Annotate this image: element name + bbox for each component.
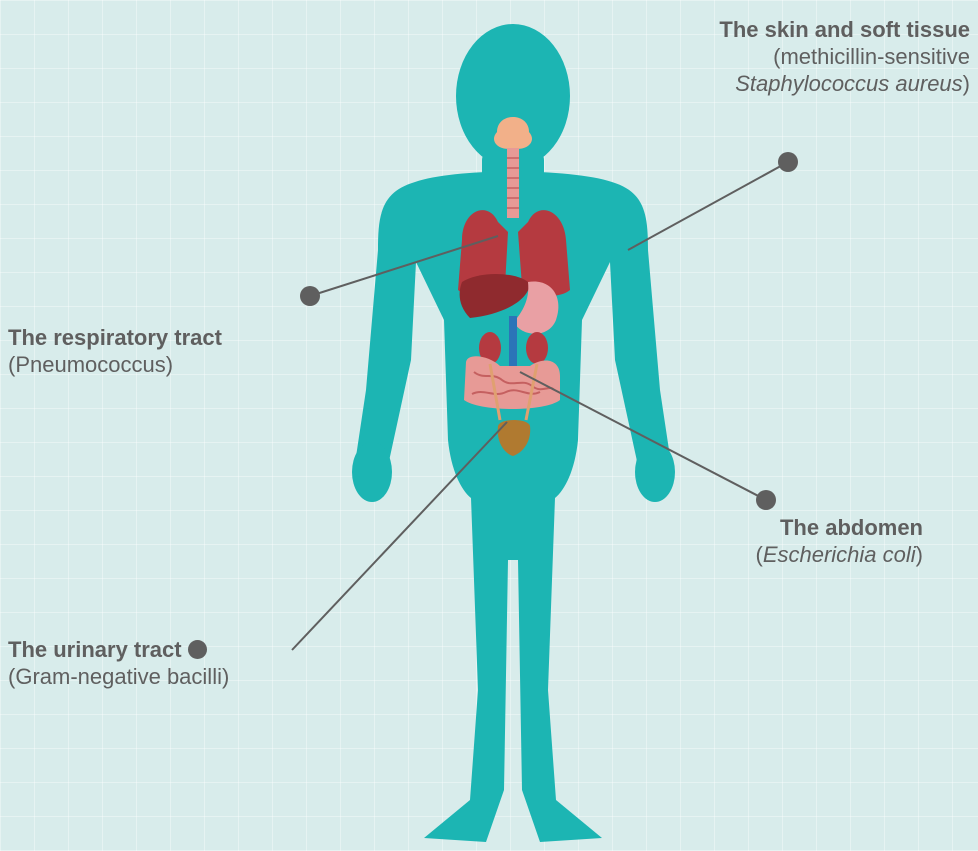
dot-skin <box>778 152 798 172</box>
annotation-skin-sub-suffix: ) <box>963 71 970 96</box>
annotation-respiratory: The respiratory tract (Pneumococcus) <box>8 324 222 378</box>
annotation-skin-title: The skin and soft tissue <box>719 17 970 42</box>
dot-abdomen <box>756 490 776 510</box>
dot-urinary <box>188 640 207 659</box>
annotation-skin-sub: (methicillin-sensitive <box>719 43 970 70</box>
annotation-skin-sub-prefix: (methicillin-sensitive <box>773 44 970 69</box>
annotation-respiratory-title: The respiratory tract <box>8 325 222 350</box>
annotation-abdomen: The abdomen (Escherichia coli) <box>756 514 924 568</box>
leader-line-skin <box>628 162 788 250</box>
annotation-urinary-title: The urinary tract <box>8 637 182 662</box>
annotation-urinary: The urinary tract (Gram-negative bacilli… <box>8 636 229 690</box>
annotation-abdomen-organism: Escherichia coli <box>763 542 916 567</box>
dot-respiratory <box>300 286 320 306</box>
annotation-abdomen-sub-prefix: ( <box>756 542 763 567</box>
annotation-abdomen-title: The abdomen <box>780 515 923 540</box>
annotation-skin-organism: Staphylococcus aureus <box>735 71 962 96</box>
annotation-respiratory-sub: (Pneumococcus) <box>8 351 222 378</box>
annotation-skin: The skin and soft tissue (methicillin-se… <box>719 16 970 97</box>
annotation-abdomen-sub-suffix: ) <box>916 542 923 567</box>
annotation-urinary-sub: (Gram-negative bacilli) <box>8 663 229 690</box>
